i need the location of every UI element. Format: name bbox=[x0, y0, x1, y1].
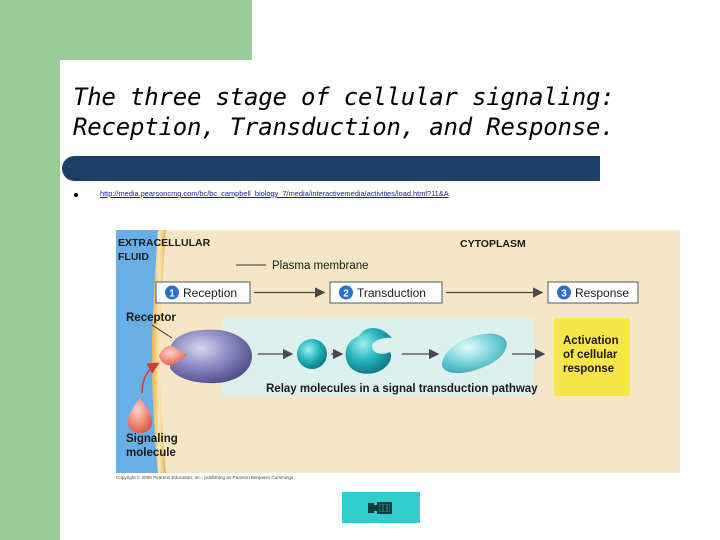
media-play-button[interactable] bbox=[342, 492, 420, 523]
relay-molecule-1 bbox=[297, 339, 327, 369]
top-accent-block bbox=[60, 0, 252, 60]
cytoplasm-label: CYTOPLASM bbox=[460, 238, 526, 250]
stage-label: Reception bbox=[183, 286, 237, 300]
stage-box bbox=[547, 281, 639, 304]
receptor-label: Receptor bbox=[126, 312, 176, 324]
cell-signaling-figure: EXTRACELLULAR FLUID CYTOPLASM Plasma mem… bbox=[112, 230, 680, 482]
receptor-protein bbox=[170, 329, 252, 384]
stage-label: Response bbox=[575, 286, 629, 300]
stage-label: Transduction bbox=[357, 286, 426, 300]
signaling-label-line-1: Signaling bbox=[126, 433, 178, 445]
stage-number-circle bbox=[165, 285, 179, 300]
bound-signal-molecule bbox=[159, 345, 187, 366]
slide-title: The three stage of cellular signaling: R… bbox=[73, 82, 703, 142]
stage-number: 1 bbox=[169, 289, 175, 300]
stage-number: 2 bbox=[343, 289, 349, 300]
stage-response: 3 Response bbox=[547, 281, 639, 304]
fluid-label: FLUID bbox=[118, 251, 149, 263]
relay-molecule-2 bbox=[345, 328, 392, 374]
activation-box bbox=[554, 318, 630, 396]
extracellular-label: EXTRACELLULAR bbox=[118, 237, 211, 249]
activation-line-1: Activation bbox=[563, 335, 619, 347]
title-underline-bar bbox=[62, 156, 600, 181]
stage-number-circle bbox=[339, 285, 353, 300]
relay-caption: Relay molecules in a signal transduction… bbox=[266, 383, 538, 395]
plasma-membrane-label: Plasma membrane bbox=[272, 260, 369, 272]
binding-arrow bbox=[141, 362, 160, 394]
copyright-text: Copyright © 2005 Pearson Education, Inc.… bbox=[116, 474, 295, 480]
slide-title-line-2: Reception, Transduction, and Response. bbox=[73, 113, 615, 141]
stage-number: 3 bbox=[561, 289, 567, 300]
activation-line-2: of cellular bbox=[563, 349, 618, 361]
slide-title-line-1: The three stage of cellular signaling: bbox=[73, 83, 615, 111]
stage-box bbox=[155, 281, 251, 304]
stage-number-circle bbox=[557, 285, 571, 300]
activity-link[interactable]: http://media.pearsoncmg.com/bc/bc_campbe… bbox=[100, 189, 449, 198]
film-camera-icon bbox=[368, 501, 392, 514]
activation-line-3: response bbox=[563, 363, 614, 375]
receptor-pointer bbox=[151, 324, 173, 339]
bullet-icon bbox=[74, 193, 78, 197]
stage-reception: 1 Reception bbox=[155, 281, 251, 304]
stage-box bbox=[329, 281, 443, 304]
stage-transduction: 2 Transduction bbox=[329, 281, 443, 304]
relay-molecule-3 bbox=[442, 333, 507, 374]
signaling-molecule bbox=[128, 398, 152, 433]
signaling-label-line-2: molecule bbox=[126, 447, 176, 459]
left-accent-band bbox=[0, 0, 60, 540]
